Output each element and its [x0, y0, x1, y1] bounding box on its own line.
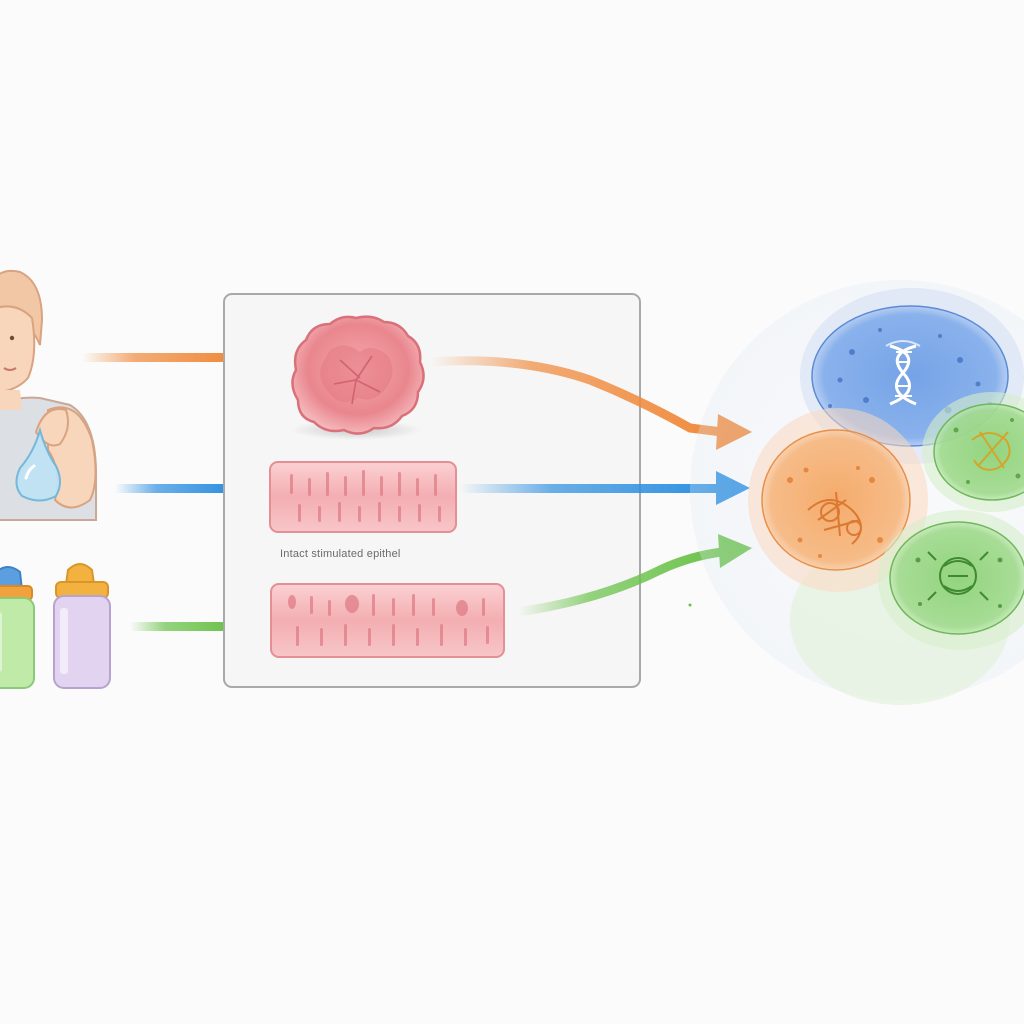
microbe-cell-icon — [927, 551, 989, 601]
mother-figure — [0, 269, 97, 521]
tissue-strip-lower — [270, 583, 505, 658]
baby-bottles — [0, 563, 111, 689]
dna-icon — [885, 340, 921, 406]
water-drop-highlight — [24, 464, 36, 480]
baby-bottle-green-icon — [0, 566, 35, 689]
mother-mouth — [3, 367, 17, 371]
panel-caption: Intact stimulated epithel — [280, 548, 401, 560]
organoid-icon — [290, 315, 425, 440]
microbe-tangle-icon — [971, 431, 1011, 471]
orange-microbe-bubble — [748, 408, 928, 592]
bacteria-cluster-icon — [807, 491, 862, 545]
stray-dot — [688, 603, 692, 607]
green-microbe-bubble-lower — [878, 510, 1024, 650]
mother-face — [0, 305, 36, 393]
water-drop-icon — [15, 426, 61, 502]
microbiome-cluster — [688, 280, 1024, 705]
mother-eye — [9, 335, 15, 341]
mother-hand — [34, 408, 69, 447]
tissue-strip-upper — [269, 461, 457, 533]
green-microbe-bubble-upper — [922, 392, 1024, 512]
mother-neck — [0, 390, 22, 410]
baby-bottle-purple-icon — [53, 563, 111, 689]
